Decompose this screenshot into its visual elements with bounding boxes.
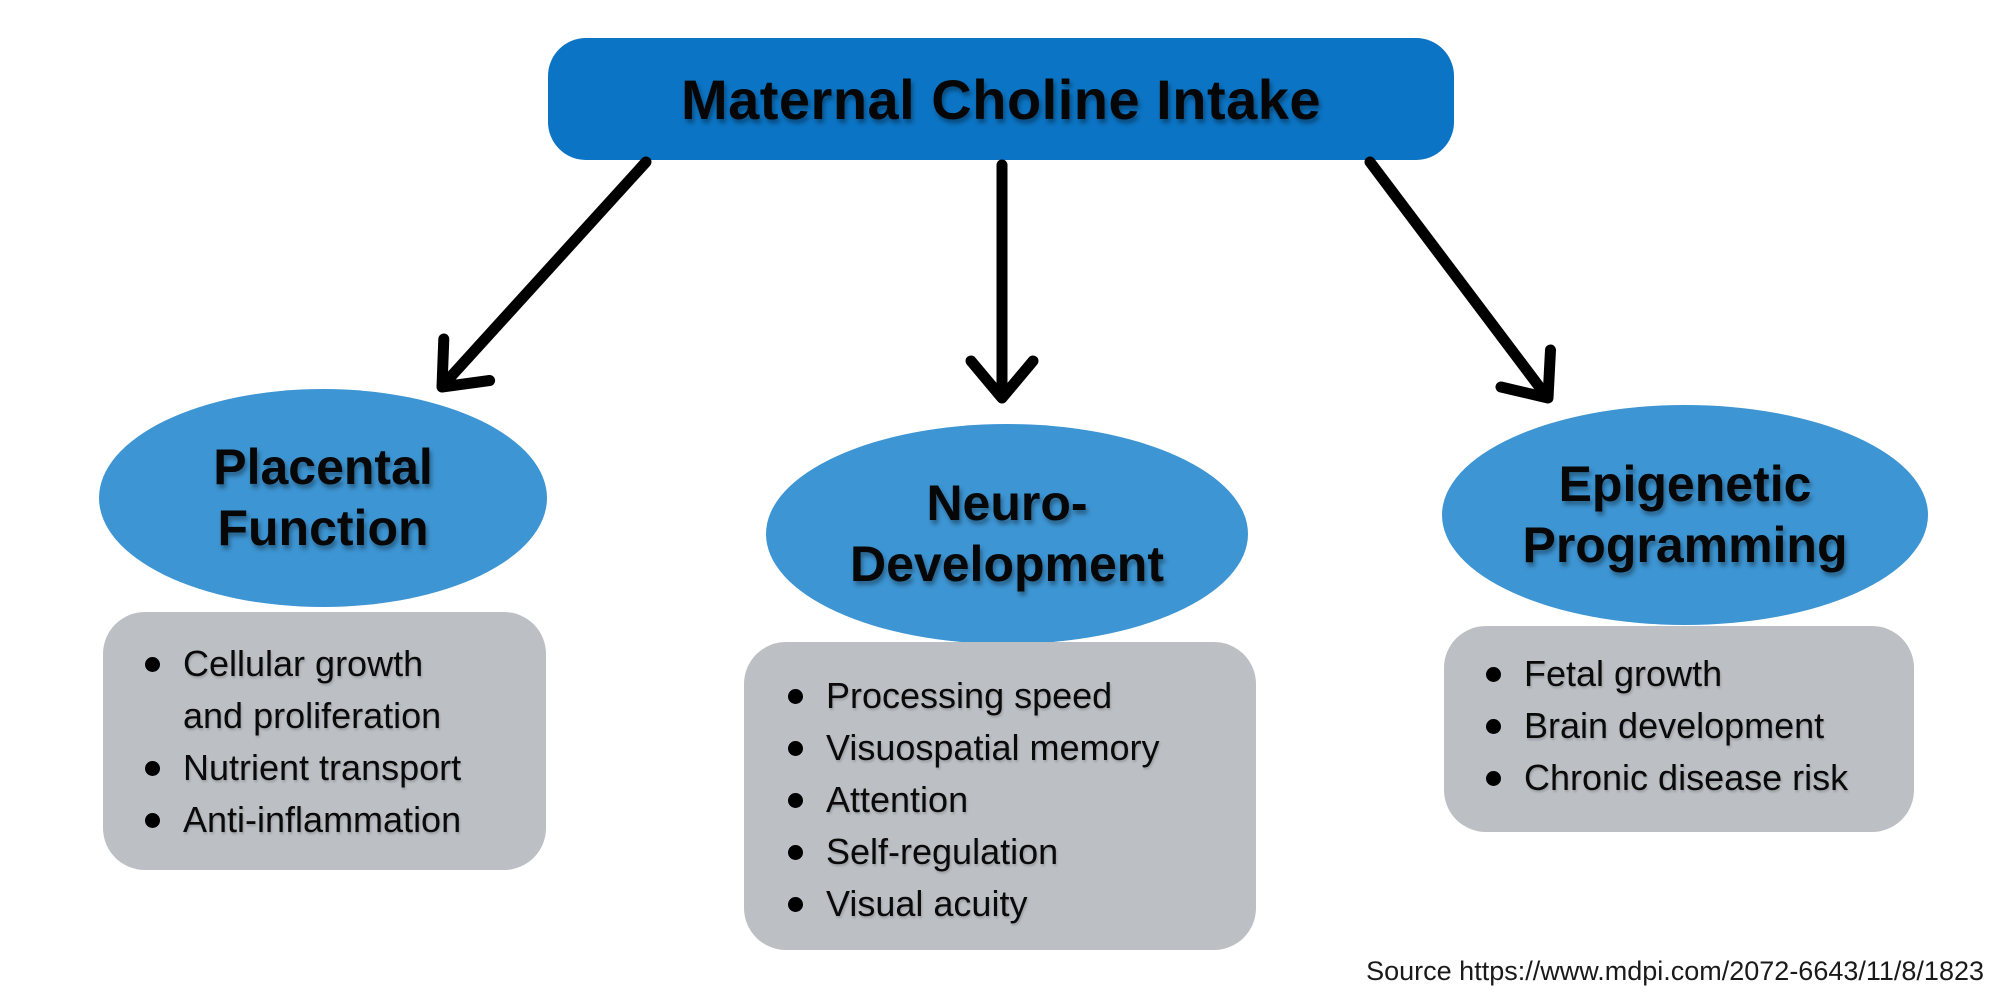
page-title: Maternal Choline Intake [680,67,1322,131]
list-item: Nutrient transport [137,742,536,794]
arrow-left-icon [436,156,652,393]
list-item: Anti-inflammation [137,794,536,846]
node-heading-line: Development [850,536,1164,592]
node-epigenetic-programming: Epigenetic Programming [1442,405,1928,625]
node-heading-line: Placental [213,439,433,495]
node-heading-line: Function [217,500,429,556]
bullet-list: Fetal growth Brain development Chronic d… [1444,626,1914,804]
list-epigenetic-programming: Fetal growth Brain development Chronic d… [1444,626,1914,832]
list-placental-function: Cellular growth and proliferation Nutrie… [103,612,546,870]
list-item: Self-regulation [780,826,1246,878]
list-item: Cellular growth and proliferation [137,638,536,742]
list-item: Processing speed [780,670,1246,722]
list-neuro-development: Processing speed Visuospatial memory Att… [744,642,1256,950]
node-heading-line: Programming [1522,517,1848,573]
node-neuro-development: Neuro- Development [766,424,1248,644]
list-item: Attention [780,774,1246,826]
list-item: Brain development [1478,700,1904,752]
list-item: Fetal growth [1478,648,1904,700]
list-item: Chronic disease risk [1478,752,1904,804]
bullet-list: Cellular growth and proliferation Nutrie… [103,612,546,846]
bullet-list: Processing speed Visuospatial memory Att… [744,642,1256,930]
list-item: Visual acuity [780,878,1246,930]
node-heading-line: Neuro- [926,475,1088,531]
source-citation: Source https://www.mdpi.com/2072-6643/11… [1366,956,1984,986]
list-item: Visuospatial memory [780,722,1246,774]
header-node: Maternal Choline Intake [548,38,1454,160]
node-heading-line: Epigenetic [1558,456,1812,512]
arrow-right-icon [1364,156,1556,404]
arrow-down-icon [965,159,1039,404]
node-placental-function: Placental Function [99,389,547,607]
